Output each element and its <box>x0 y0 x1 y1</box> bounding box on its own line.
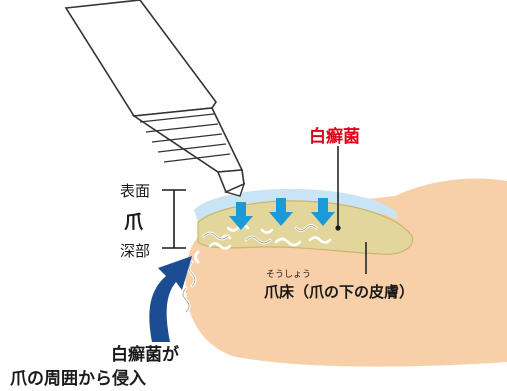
invasion-label-line1: 白癬菌が <box>111 345 179 365</box>
invasion-label-line2: 爪の周囲から侵入 <box>10 369 146 389</box>
nail-label: 爪 <box>124 211 144 233</box>
nail-coating <box>194 188 398 222</box>
fungus-label: 白癬菌 <box>309 127 360 147</box>
nailbed-label: 爪床（爪の下の皮膚） <box>264 283 415 301</box>
penetration-arrow-icon <box>229 198 335 230</box>
medicine-tube-icon <box>64 0 246 197</box>
invasion-arrow-icon <box>149 256 192 342</box>
deep-label: 深部 <box>120 242 151 260</box>
depth-bracket <box>162 189 186 249</box>
nailbed-ruby: そうしょう <box>266 270 312 280</box>
surface-label: 表面 <box>120 182 151 200</box>
